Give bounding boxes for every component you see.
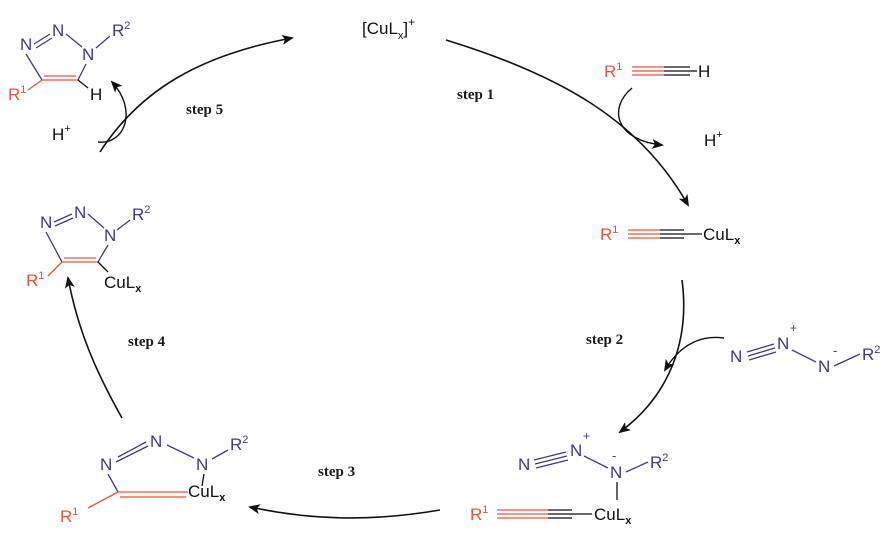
proton-released: H+ — [704, 129, 723, 150]
step-4-label: step 4 — [128, 334, 166, 350]
svg-text:N: N — [40, 213, 52, 232]
svg-text:N: N — [818, 357, 830, 376]
step-1-label: step 1 — [457, 87, 494, 103]
proton-added: H+ — [52, 123, 71, 144]
svg-text:H: H — [698, 62, 710, 81]
terminal-alkyne: R1 H — [604, 61, 710, 81]
step-5-label: step 5 — [186, 102, 223, 118]
svg-text:N: N — [518, 455, 530, 474]
svg-text:R2: R2 — [650, 452, 668, 472]
svg-text:N: N — [196, 455, 208, 474]
copper-acetylide: R1 CuLx — [600, 224, 741, 247]
svg-text:N: N — [150, 432, 162, 451]
svg-text:R2: R2 — [132, 204, 150, 224]
svg-text:CuLx: CuLx — [594, 505, 632, 527]
copper-metallacycle: N N N R2 R1 CuLx — [60, 432, 248, 526]
svg-text:R1: R1 — [26, 270, 44, 290]
side-arrows — [97, 80, 725, 372]
svg-text:R2: R2 — [862, 344, 880, 364]
svg-text:H: H — [90, 85, 102, 104]
arrow-proton-in — [97, 80, 127, 143]
arrow-step3 — [248, 504, 441, 519]
svg-text:N: N — [570, 441, 582, 460]
svg-text:R2: R2 — [112, 20, 130, 40]
svg-text:N: N — [20, 35, 32, 54]
svg-text:+: + — [583, 429, 590, 443]
svg-text:N: N — [777, 334, 789, 353]
triazole-product: N N N R2 R1 H — [8, 20, 130, 104]
svg-text:CuLx: CuLx — [104, 273, 142, 295]
organic-azide: N N + N - R2 — [730, 321, 880, 376]
arrow-azide-in — [663, 336, 725, 372]
svg-text:CuLx: CuLx — [703, 225, 741, 247]
svg-text:N: N — [730, 347, 742, 366]
svg-text:R1: R1 — [600, 224, 618, 244]
svg-text:N: N — [74, 203, 86, 222]
svg-text:R1: R1 — [470, 504, 488, 524]
step-3-label: step 3 — [318, 464, 355, 480]
arrow-step1 — [445, 39, 689, 207]
step-2-label: step 2 — [586, 332, 623, 348]
svg-text:R1: R1 — [8, 84, 26, 104]
svg-text:N: N — [82, 45, 94, 64]
catalyst-label: [CuLx]+ — [362, 15, 415, 42]
svg-text:R1: R1 — [604, 61, 622, 81]
azide-acetylide-complex: N N + N - R2 R1 CuLx — [470, 429, 668, 527]
copper-triazolide: N N N R2 R1 CuLx — [26, 203, 150, 295]
svg-text:N: N — [100, 455, 112, 474]
arrow-step2 — [618, 279, 685, 434]
svg-text:N: N — [610, 463, 622, 482]
cycle-arrows — [64, 34, 689, 519]
svg-text:R2: R2 — [230, 434, 248, 454]
svg-text:N: N — [52, 21, 64, 40]
svg-text:-: - — [833, 343, 837, 358]
arrow-alkyne-in — [617, 87, 664, 149]
svg-text:R1: R1 — [60, 506, 78, 526]
svg-text:-: - — [612, 448, 616, 463]
svg-text:CuLx: CuLx — [188, 482, 226, 504]
svg-text:+: + — [790, 321, 797, 335]
arrow-step4 — [64, 276, 123, 419]
svg-text:N: N — [104, 226, 116, 245]
arrow-step5 — [99, 34, 294, 153]
